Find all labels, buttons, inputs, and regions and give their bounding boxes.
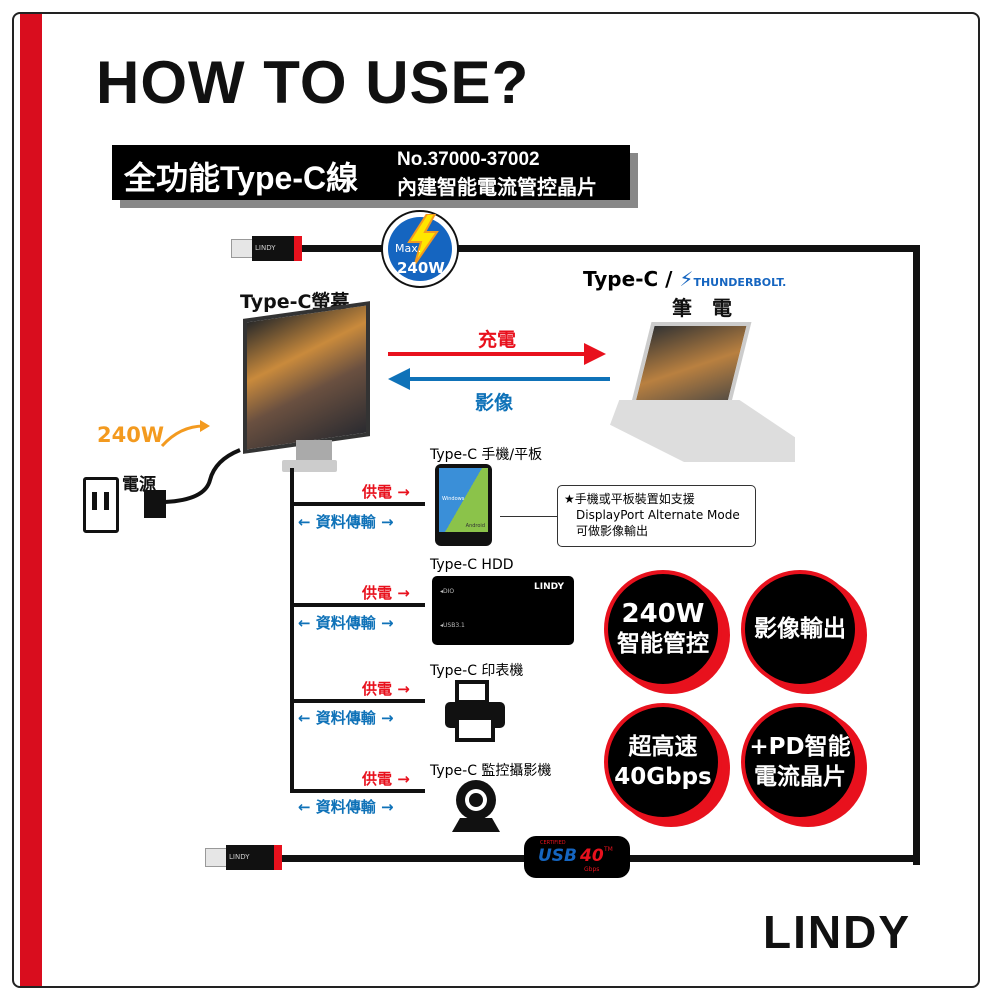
usb-c-plug-top [231,239,253,258]
lightning-icon [407,214,439,264]
branch-hdd [290,603,425,607]
badge-power: 240W [397,259,445,277]
note-line: ★手機或平板裝置如支援 [564,492,695,506]
feature-pd-chip: +PD智能電流晶片 [741,703,859,821]
monitor-image [243,301,370,454]
power-cord [165,448,241,504]
data-label: ← 資料傳輸 → [298,709,394,727]
badge-max: Max. [395,242,422,255]
supply-label: 供電 → [362,770,410,788]
banner-subtitle: 內建智能電流管控晶片 [397,175,597,199]
note-line: DisplayPort Alternate Mode [576,508,740,522]
lindy-logo: LINDY [763,906,911,958]
monitor-base [282,460,337,472]
data-label: ← 資料傳輸 → [298,798,394,816]
hdd-image: LINDY ◂DIO ◂USB3.1 [432,576,574,645]
connector-bottom: LINDY [226,845,282,870]
power-badge: Max. 240W [381,210,459,288]
connector-brand: LINDY [255,244,276,252]
note-line: 可做影像輸出 [576,524,649,538]
phone-label: Type-C 手機/平板 [430,447,543,463]
note-connector [500,516,558,517]
usb-c-plug-bottom [205,848,227,867]
data-label: ← 資料傳輸 → [298,614,394,632]
note-box: ★手機或平板裝置如支援 DisplayPort Alternate Mode 可… [557,485,756,547]
banner-model: No.37000-37002 [397,149,540,170]
branch-camera [290,789,425,793]
charge-arrow [388,343,606,365]
power-plug-icon [144,490,166,518]
connector-top: LINDY [252,236,302,261]
thunderbolt-text: THUNDERBOLT. [693,276,787,289]
usb40-badge: CERTIFIED USB 40 TM Gbps [524,836,630,878]
branch-line [290,468,294,793]
product-banner: 全功能Type-C線 No.37000-37002 內建智能電流管控晶片 [112,145,630,200]
branch-phone [290,502,425,506]
printer-icon [445,680,505,742]
supply-label: 供電 → [362,483,410,501]
laptop-type: Type-C / [583,267,673,291]
connector-brand: LINDY [229,853,250,861]
power-arrow [160,420,210,448]
wall-outlet-icon [83,477,119,533]
red-stripe [20,14,42,986]
charge-label: 充電 [478,329,517,351]
camera-label: Type-C 監控攝影機 [430,763,552,779]
feature-video-out: 影像輸出 [741,570,859,688]
page-title: HOW TO USE? [96,49,530,116]
webcam-icon [452,780,500,832]
laptop-name: 筆 電 [672,296,732,320]
supply-label: 供電 → [362,680,410,698]
printer-label: Type-C 印表機 [430,663,524,679]
data-label: ← 資料傳輸 → [298,513,394,531]
power-input-label: 240W [97,423,164,447]
video-arrow [388,368,610,390]
cable-top [290,245,920,252]
thunderbolt-icon: ⚡ [679,267,694,291]
hdd-label: Type-C HDD [430,557,514,573]
laptop-label: Type-C / ⚡THUNDERBOLT. [583,267,786,291]
branch-printer [290,699,425,703]
supply-label: 供電 → [362,584,410,602]
banner-main: 全功能Type-C線 [124,160,359,196]
cable-right [913,245,920,865]
video-label: 影像 [475,392,514,414]
card-frame [12,12,980,988]
